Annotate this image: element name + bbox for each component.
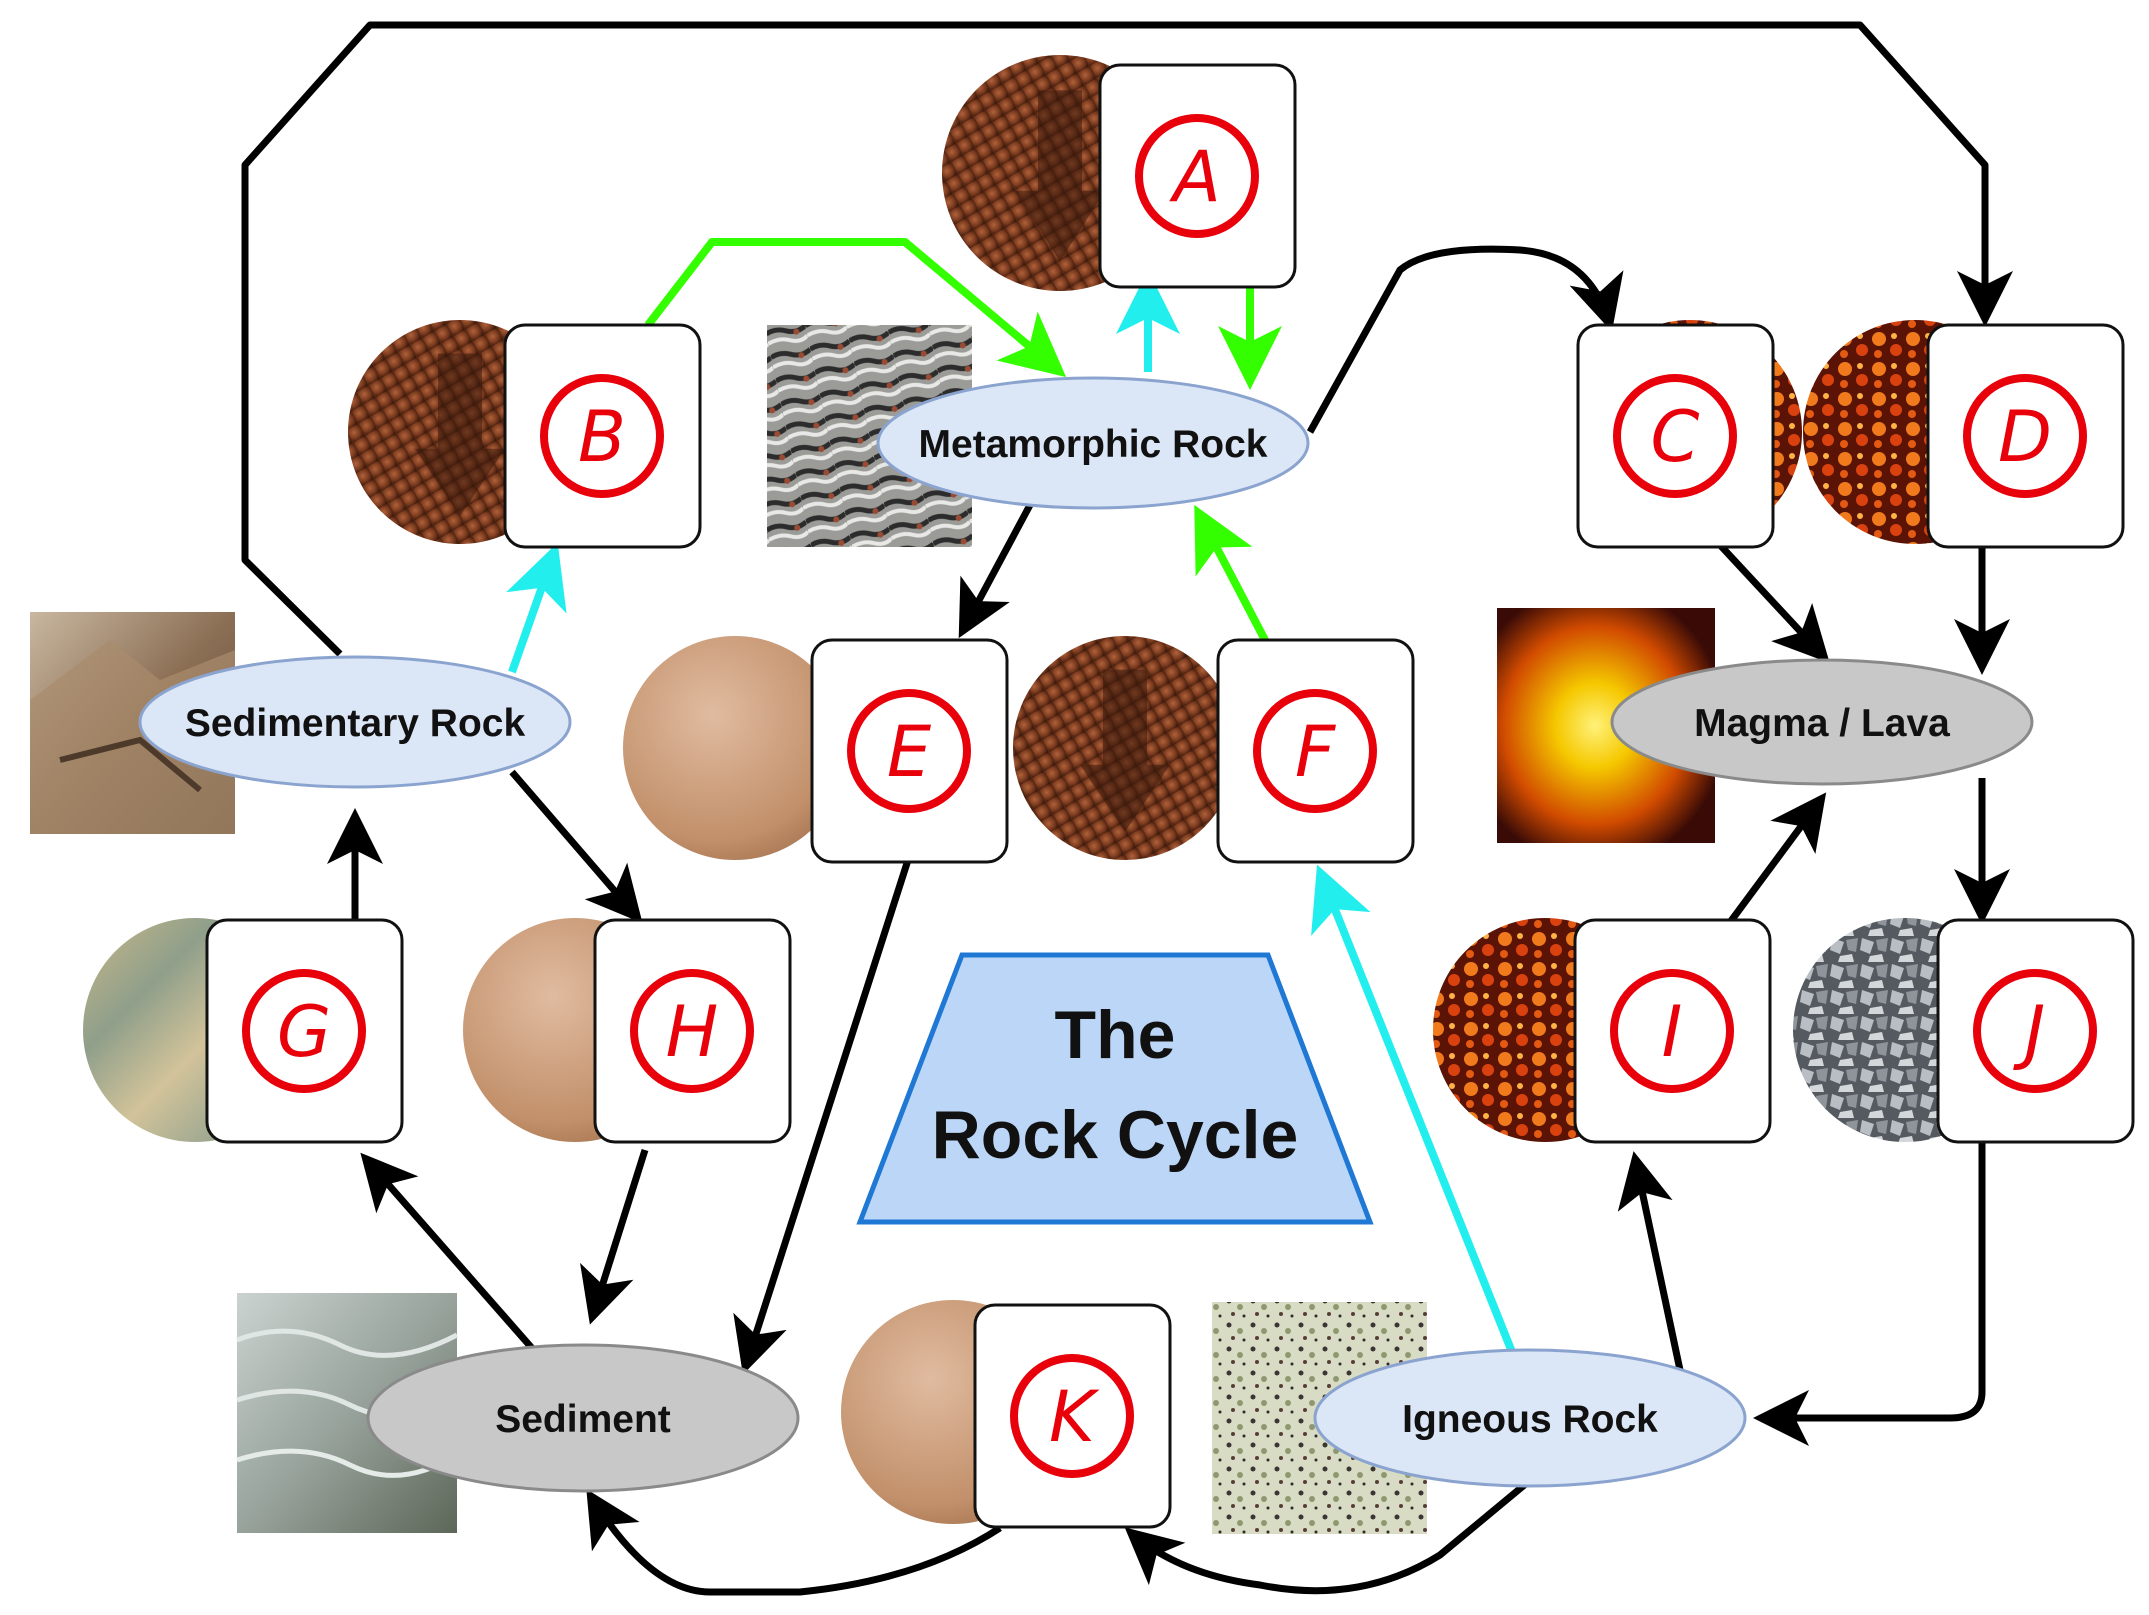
- process-letter: K: [1049, 1376, 1100, 1458]
- arrow-igneous-to-k: [1124, 1479, 1531, 1595]
- process-card: [205, 918, 404, 1144]
- process-card: [1576, 323, 1775, 549]
- process-node-d: D: [1803, 320, 2125, 549]
- down-arrow-icon: [415, 353, 505, 516]
- process-card: [1573, 918, 1772, 1144]
- process-letter: H: [666, 991, 719, 1073]
- igneous-rock-node: Igneous Rock: [1313, 1348, 1747, 1488]
- magma-lava-node: Magma / Lava: [1610, 658, 2034, 786]
- letter-ring: [540, 374, 664, 498]
- arrow-sedimentary-to-b: [506, 542, 567, 674]
- sediment-label: Sediment: [495, 1398, 671, 1441]
- arrow-j-to-igneous: [1753, 1142, 1986, 1446]
- process-card: [1926, 323, 2125, 549]
- process-node-c: C: [1576, 320, 1802, 549]
- arrow-metamorphic-to-e: [958, 503, 1034, 639]
- letter-ring: [1010, 1354, 1134, 1478]
- process-card: [1936, 918, 2135, 1144]
- letter-ring: [630, 969, 754, 1093]
- title-box: The Rock Cycle: [856, 952, 1374, 1225]
- process-card: [810, 638, 1009, 864]
- rock-type-nodes: Metamorphic Rock Sedimentary Rock Magma …: [138, 376, 2034, 1493]
- sediment-node: Sediment: [366, 1343, 800, 1493]
- process-letter: A: [1169, 136, 1221, 218]
- down-arrow-icon: [1080, 669, 1170, 832]
- letter-ring: [1973, 969, 2097, 1093]
- down-arrow-icon: [1015, 90, 1105, 262]
- letter-ring: [1253, 689, 1377, 813]
- process-node-a: A: [942, 55, 1297, 291]
- letter-ring: [847, 689, 971, 813]
- process-node-b: B: [348, 320, 702, 549]
- sedimentary-rock-node: Sedimentary Rock: [138, 655, 572, 789]
- process-node-f: F: [1013, 636, 1415, 864]
- arrow-b-to-metamorphic: [644, 238, 1067, 378]
- igneous-rock-label: Igneous Rock: [1402, 1398, 1658, 1441]
- letter-ring: [1610, 969, 1734, 1093]
- arrow-e-to-sediment: [733, 858, 912, 1375]
- title-line-1: The: [1055, 997, 1176, 1073]
- process-node-j: J: [1793, 918, 2135, 1144]
- process-letter: F: [1295, 711, 1337, 793]
- arrow-h-to-sediment: [580, 1148, 649, 1325]
- process-node-g: G: [83, 918, 404, 1144]
- metamorphic-rock-node: Metamorphic Rock: [876, 376, 1310, 510]
- process-letter: G: [277, 991, 331, 1073]
- process-node-k: K: [841, 1300, 1172, 1529]
- arrow-k-to-sediment: [586, 1489, 1002, 1596]
- title-line-2: Rock Cycle: [932, 1097, 1299, 1173]
- sedimentary-rock-label: Sedimentary Rock: [185, 702, 526, 745]
- letter-ring: [1963, 374, 2087, 498]
- process-card: [1216, 638, 1415, 864]
- magma-lava-label: Magma / Lava: [1694, 702, 1950, 745]
- weathering-icon: [623, 636, 847, 860]
- arrow-metamorphic-to-c: [1306, 245, 1624, 434]
- process-card: [503, 323, 702, 549]
- arrow-c-to-magma: [1717, 542, 1830, 664]
- arrow-sedimentary-to-h: [509, 769, 643, 924]
- letter-ring: [1135, 114, 1259, 238]
- process-card: [593, 918, 792, 1144]
- arrow-i-to-magma: [1725, 792, 1827, 928]
- process-nodes: A B C D E F G H I J K: [83, 55, 2135, 1529]
- process-node-e: E: [623, 636, 1009, 864]
- arrow-sedimentary-to-d: [241, 21, 2013, 657]
- arrow-f-to-metamorphic: [1194, 504, 1269, 642]
- letter-ring: [1613, 374, 1737, 498]
- process-node-i: I: [1433, 918, 1772, 1144]
- arrow-igneous-to-f: [1311, 864, 1516, 1354]
- process-letter: D: [1998, 396, 2052, 478]
- letter-ring: [242, 969, 366, 1093]
- process-card: [973, 1303, 1172, 1529]
- process-letter: B: [578, 396, 626, 478]
- arrow-sediment-to-g: [360, 1152, 541, 1358]
- process-letter: I: [1662, 991, 1683, 1073]
- process-letter: E: [887, 711, 932, 793]
- arrows: [241, 21, 2013, 1596]
- metamorphic-rock-label: Metamorphic Rock: [919, 423, 1268, 466]
- arrow-igneous-to-i: [1617, 1151, 1684, 1371]
- process-card: [1098, 63, 1297, 289]
- process-node-h: H: [463, 918, 792, 1144]
- process-letter: C: [1651, 396, 1700, 478]
